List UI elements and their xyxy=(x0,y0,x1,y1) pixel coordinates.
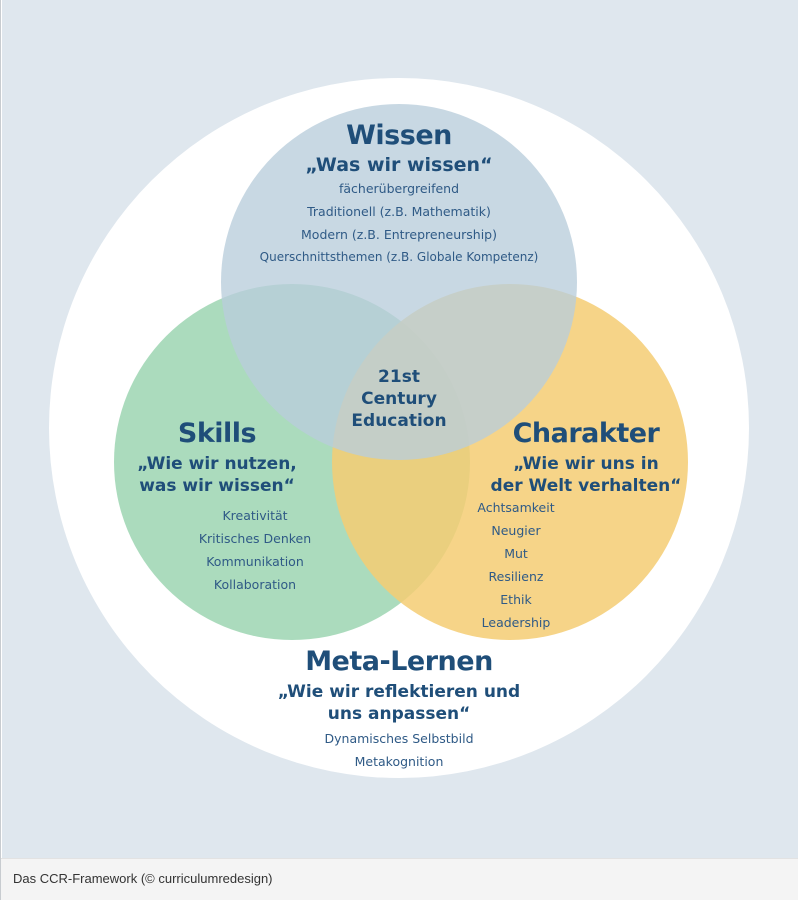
charakter-quote-line-1: „Wie wir uns in xyxy=(513,454,659,474)
wissen-item-4: Querschnittsthemen (z.B. Globale Kompete… xyxy=(259,250,539,264)
wissen-item-1: fächerübergreifend xyxy=(338,181,460,196)
wissen-circle xyxy=(221,104,577,460)
skills-quote-line-2: was wir wissen“ xyxy=(139,476,295,496)
charakter-item-1: Achtsamkeit xyxy=(477,500,555,515)
skills-item-2: Kritisches Denken xyxy=(198,531,312,546)
meta-item-2: Metakognition xyxy=(354,754,444,769)
venn-diagram-svg xyxy=(49,78,749,778)
skills-quote-line-1: „Wie wir nutzen, xyxy=(137,454,297,474)
charakter-title: Charakter xyxy=(512,418,660,449)
charakter-quote-line-2: der Welt verhalten“ xyxy=(490,476,682,496)
wissen-item-3: Modern (z.B. Entrepreneurship) xyxy=(301,227,497,242)
center-line-2: Century xyxy=(361,389,437,409)
skills-item-4: Kollaboration xyxy=(213,577,297,592)
meta-item-1: Dynamisches Selbstbild xyxy=(324,731,474,746)
skills-item-3: Kommunikation xyxy=(206,554,304,569)
ccr-framework-diagram: Wissen „Was wir wissen“ fächerübergreife… xyxy=(2,0,798,858)
charakter-item-6: Leadership xyxy=(481,615,551,630)
center-line-1: 21st xyxy=(378,367,420,387)
skills-title: Skills xyxy=(177,418,257,449)
meta-quote-line-2: uns anpassen“ xyxy=(327,704,471,724)
wissen-title: Wissen xyxy=(346,120,452,151)
center-line-3: Education xyxy=(351,411,447,431)
charakter-item-3: Mut xyxy=(504,546,528,561)
skills-item-1: Kreativität xyxy=(222,508,288,523)
meta-quote-line-1: „Wie wir reflektieren und xyxy=(277,682,521,702)
figure-caption: Das CCR-Framework (© curriculumredesign) xyxy=(1,858,798,900)
charakter-item-2: Neugier xyxy=(491,523,541,538)
wissen-item-2: Traditionell (z.B. Mathematik) xyxy=(307,204,491,219)
charakter-item-5: Ethik xyxy=(500,592,532,607)
wissen-quote: „Was wir wissen“ xyxy=(305,154,493,176)
charakter-item-4: Resilienz xyxy=(488,569,544,584)
meta-title: Meta-Lernen xyxy=(305,646,493,677)
